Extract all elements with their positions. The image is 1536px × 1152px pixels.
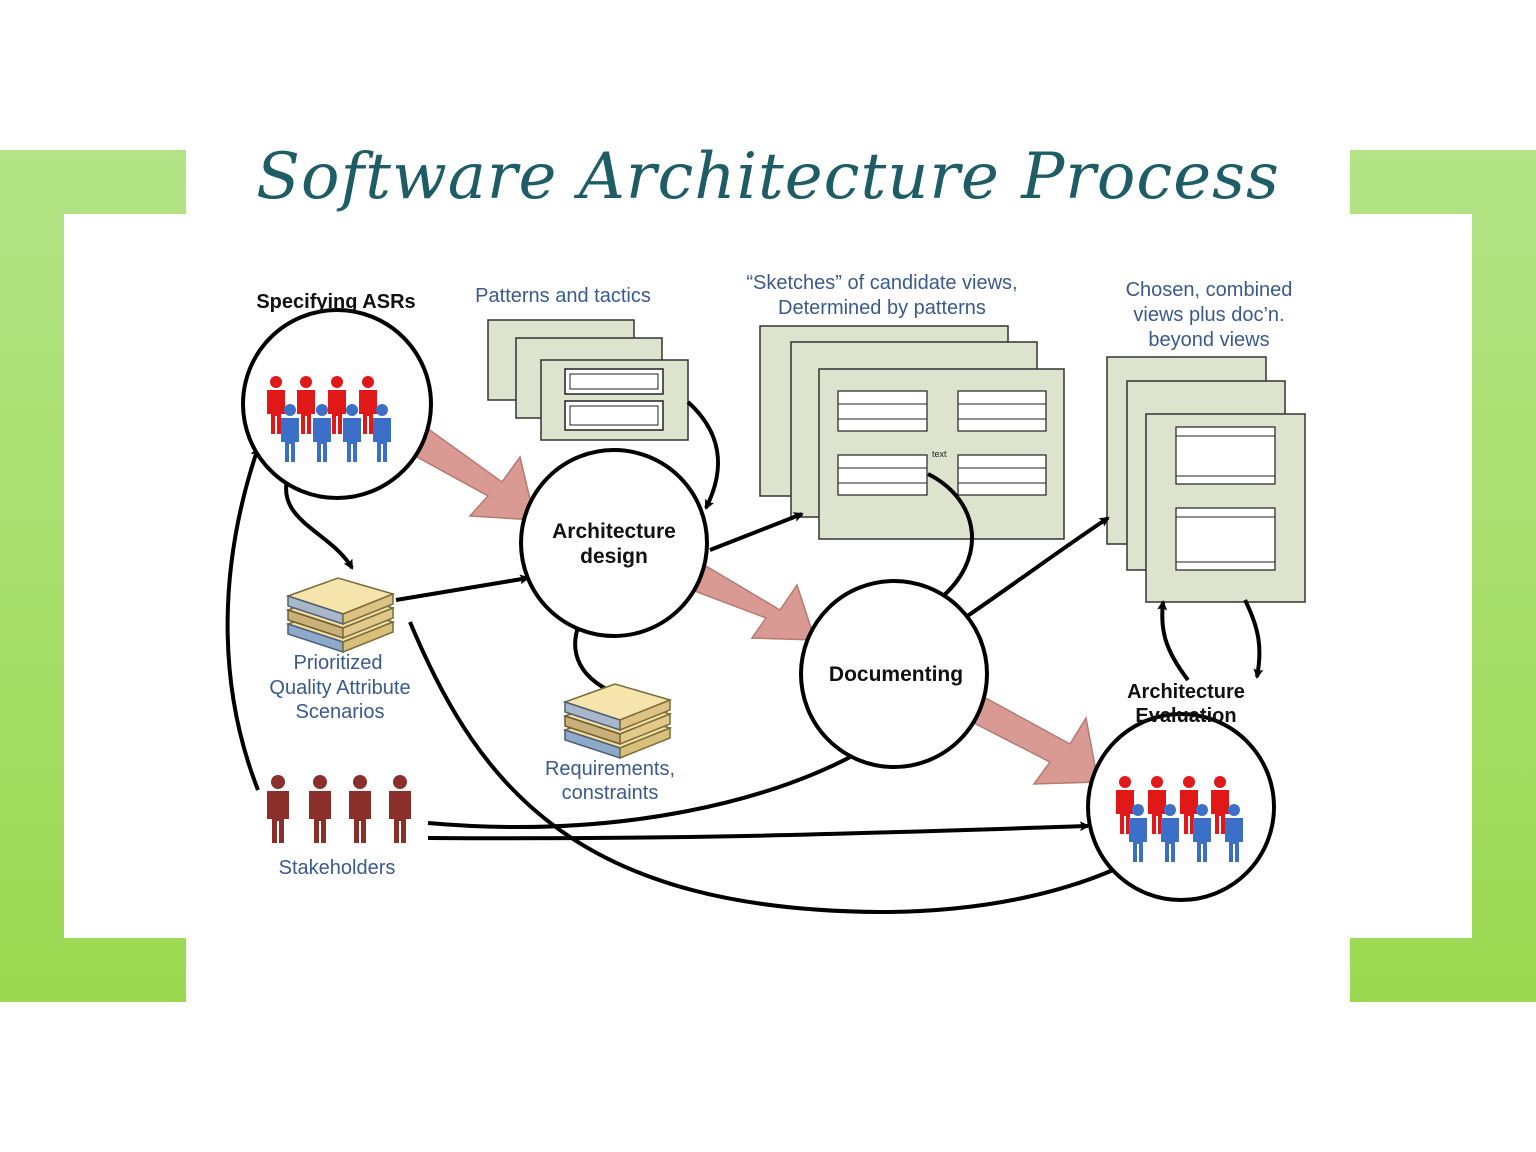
documenting-label: Documenting — [829, 663, 963, 686]
sketches-label-2: Determined by patterns — [778, 297, 986, 319]
small-text-label: text — [932, 449, 947, 459]
requirements-label-1: Requirements, — [545, 758, 675, 780]
fat-arrow-asrs-to-design — [406, 426, 536, 521]
patterns-document-stack-icon — [487, 319, 689, 441]
arrow-documenting-to-chosen — [964, 516, 1110, 619]
arrow-stakeholders-to-eval — [427, 821, 1090, 841]
arrow-design-to-sketches — [709, 512, 804, 552]
chosen-label-3: beyond views — [1148, 329, 1269, 351]
arrow-asrs-to-pqas — [284, 469, 354, 570]
stakeholders-people-icon — [267, 775, 411, 843]
arrow-pqas-to-design — [395, 574, 530, 602]
frame-left-inner — [64, 214, 186, 938]
stakeholders-label: Stakeholders — [279, 857, 396, 879]
fat-arrow-documenting-to-evaluation — [966, 694, 1099, 785]
sketches-label-1: “Sketches” of candidate views, — [746, 272, 1017, 294]
documenting-circle: Documenting — [799, 579, 989, 769]
chosen-views-document-stack-icon — [1106, 356, 1306, 603]
chosen-label-2: views plus doc’n. — [1133, 304, 1284, 326]
fat-arrow-design-to-documenting — [690, 564, 817, 641]
arch-eval-label-2: Evaluation — [1135, 705, 1236, 727]
requirements-book-stack-icon — [564, 683, 671, 759]
chosen-label-1: Chosen, combined — [1126, 279, 1293, 301]
requirements-label-2: constraints — [562, 782, 659, 804]
arch-design-label-2: design — [580, 545, 648, 568]
arch-eval-label-1: Architecture — [1127, 681, 1245, 703]
arrow-eval-to-chosen — [1157, 600, 1190, 682]
arrow-chosen-to-eval — [1243, 599, 1264, 679]
arrow-stakeholders-to-documenting — [427, 744, 872, 829]
pqas-book-stack-icon — [287, 577, 394, 653]
arrow-sketches-to-documenting — [927, 472, 974, 604]
arrow-stakeholders-to-asrs — [225, 446, 261, 791]
pqas-label-2: Quality Attribute — [269, 677, 410, 699]
arrow-patterns-to-design — [686, 400, 720, 510]
specifying-asrs-label: Specifying ASRs — [256, 291, 415, 313]
pqas-label-3: Scenarios — [296, 701, 385, 723]
pqas-label-1: Prioritized — [294, 652, 383, 674]
arrow-pqas-to-eval — [408, 621, 1124, 915]
frame-right-inner — [1350, 214, 1472, 938]
slide-title: Software Architecture Process — [256, 140, 1280, 214]
sketches-document-stack-icon: text — [759, 325, 1065, 540]
patterns-tactics-label: Patterns and tactics — [475, 285, 651, 307]
architecture-evaluation-circle — [1086, 712, 1276, 902]
specifying-asrs-circle — [241, 308, 433, 500]
arch-design-label-1: Architecture — [552, 520, 676, 543]
architecture-design-circle: Architecture design — [519, 448, 709, 638]
